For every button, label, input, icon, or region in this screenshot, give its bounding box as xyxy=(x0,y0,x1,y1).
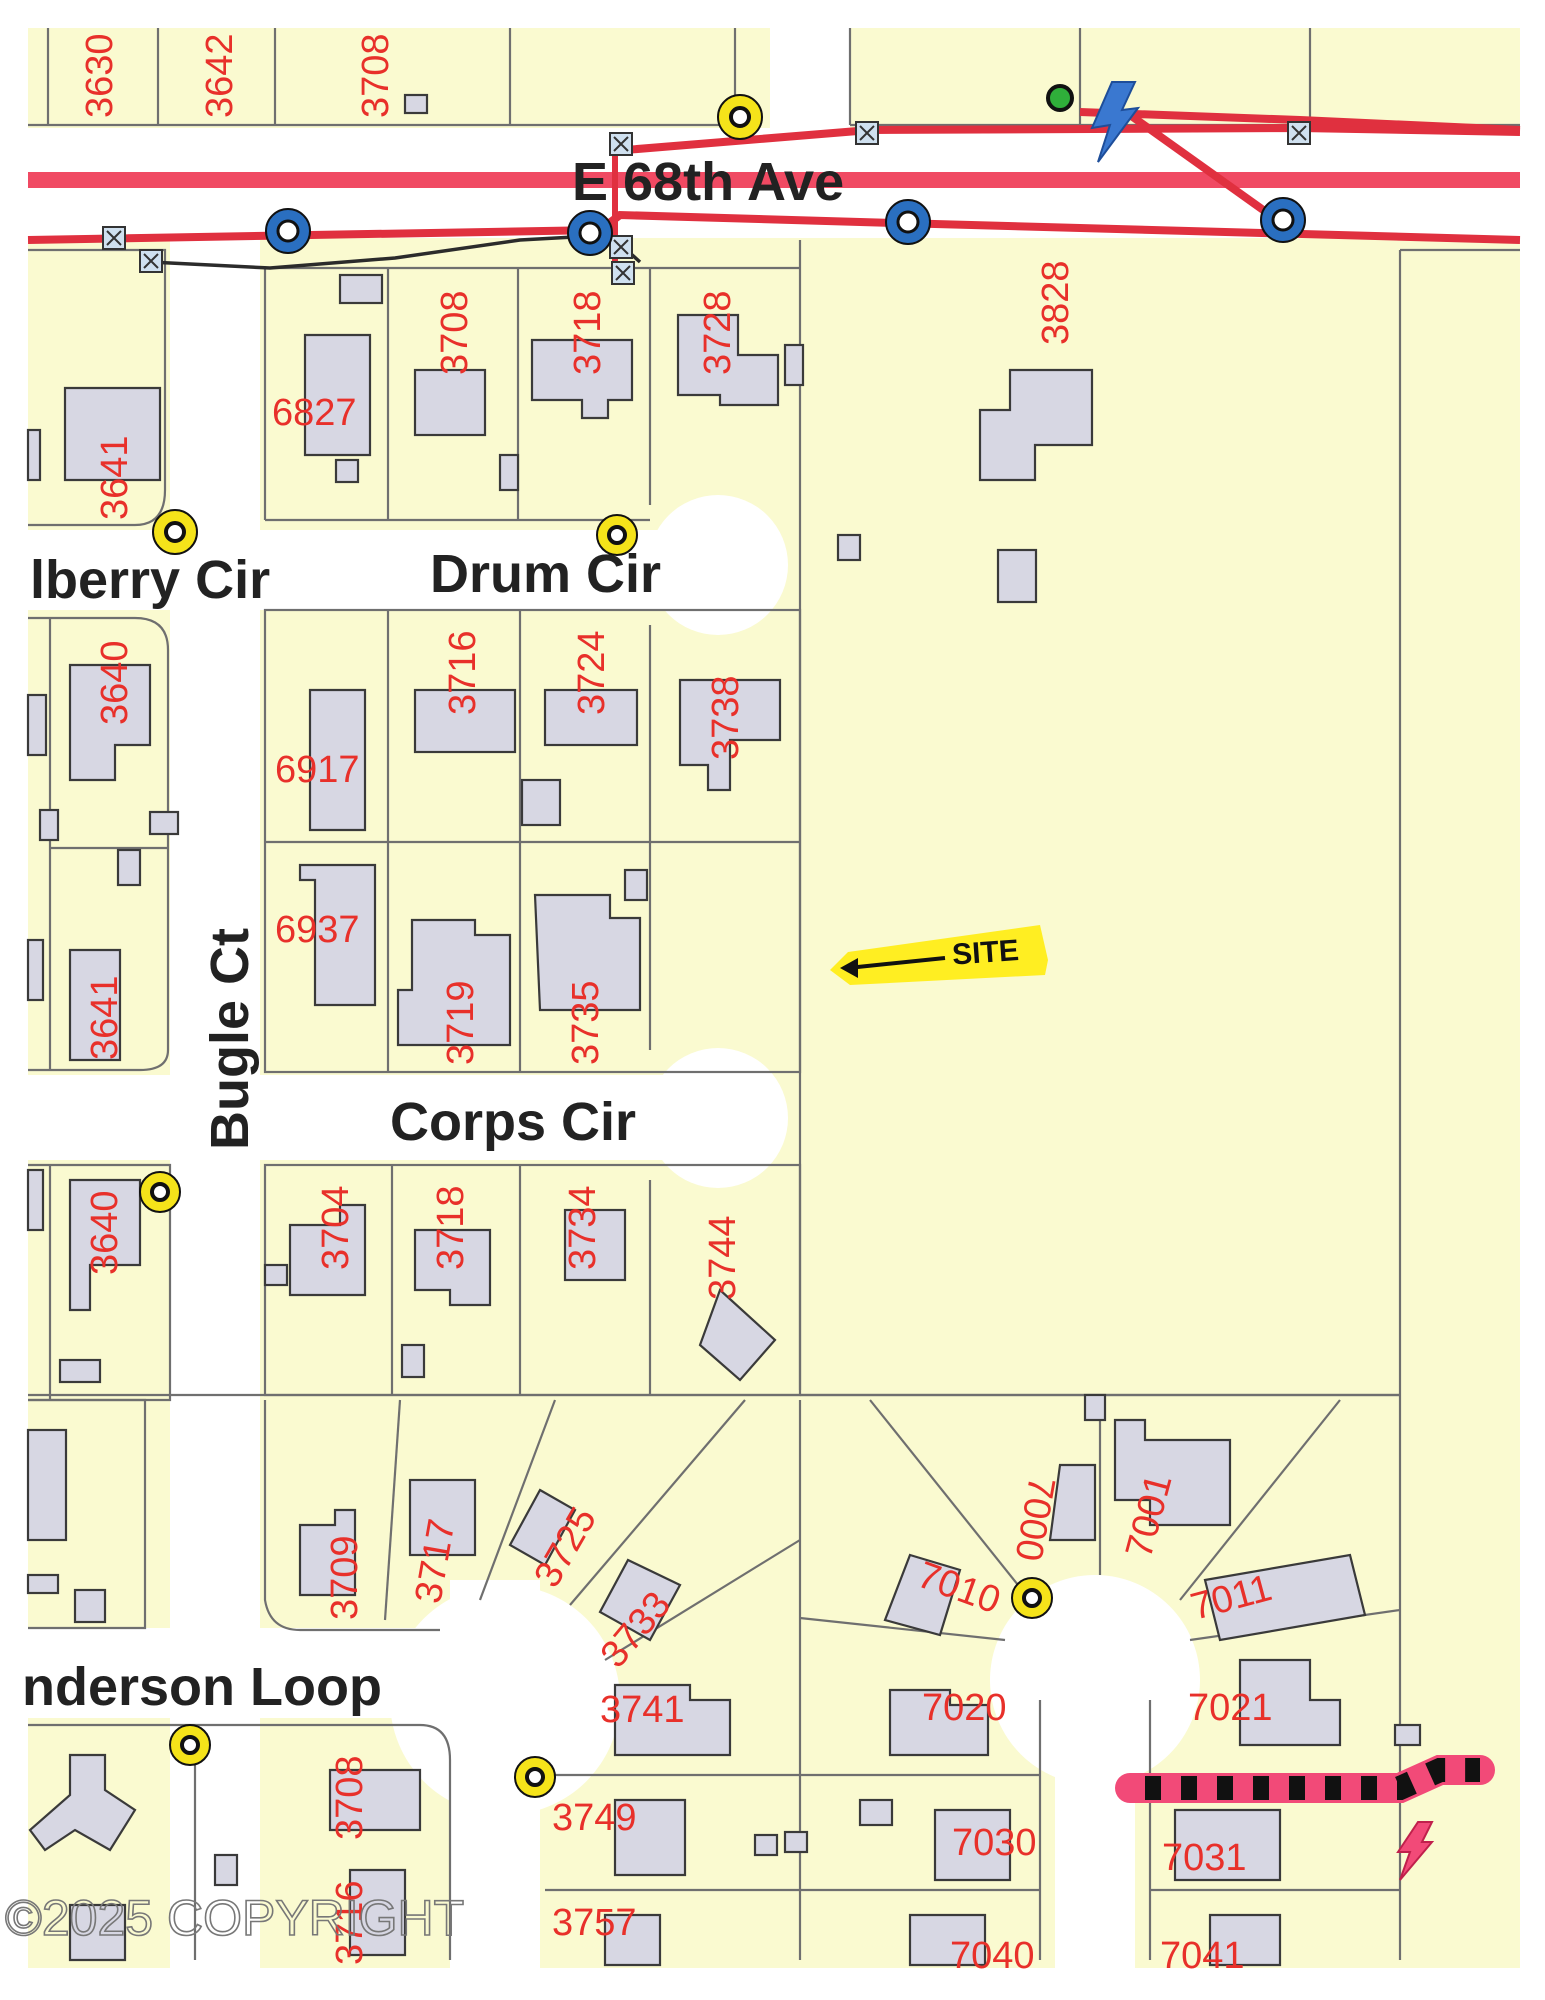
lot-number: 7021 xyxy=(1188,1687,1273,1729)
lot-number: 7031 xyxy=(1162,1837,1247,1879)
lot-number: 7030 xyxy=(952,1822,1037,1864)
lot-number: 3716 xyxy=(329,1880,371,1965)
lot-number: 3741 xyxy=(600,1689,685,1731)
utility-pole-icon xyxy=(139,1171,181,1213)
lot-number: 3718 xyxy=(430,1185,472,1270)
lot-number: 3734 xyxy=(562,1185,604,1270)
lot-number: 3642 xyxy=(199,33,241,118)
lot-number: 3724 xyxy=(571,630,613,715)
utility-pole-icon xyxy=(1260,197,1306,243)
street-label-drum: Drum Cir xyxy=(430,544,661,604)
utility-pole-icon xyxy=(152,509,198,555)
utility-pole-icon xyxy=(717,94,763,140)
site-marker[interactable]: SITE xyxy=(830,925,1048,985)
lot-number: 7020 xyxy=(922,1687,1007,1729)
street-labels: E 68th Ave lberry Cir Drum Cir Corps Cir… xyxy=(22,152,844,1717)
street-label-e68th: E 68th Ave xyxy=(572,152,844,212)
utility-pole-icon xyxy=(567,210,613,256)
lightning-icon xyxy=(1090,81,1141,163)
lot-number: 6917 xyxy=(275,749,360,791)
transformer-icon xyxy=(611,261,635,285)
lot-number: 3640 xyxy=(94,640,136,725)
lot-number: 3757 xyxy=(552,1902,637,1944)
utility-pole-icon xyxy=(514,1756,556,1798)
lot-number: 7041 xyxy=(1160,1935,1245,1977)
lot-number: 3738 xyxy=(705,675,747,760)
site-arrow-icon xyxy=(840,956,946,978)
lot-number: 3641 xyxy=(94,435,136,520)
transformer-icons xyxy=(102,121,1311,285)
utility-pole-icon xyxy=(1046,84,1074,112)
transformer-icon xyxy=(609,235,633,259)
lot-number: 7040 xyxy=(950,1935,1035,1977)
underground-cable-line xyxy=(1115,1755,1495,1803)
lot-number: 6937 xyxy=(275,909,360,951)
transformer-icon xyxy=(1287,121,1311,145)
utility-pole-icons xyxy=(139,84,1306,1798)
lot-number: 3828 xyxy=(1035,260,1077,345)
site-label: SITE xyxy=(951,934,1020,972)
lot-number: 3708 xyxy=(329,1755,371,1840)
lot-number: 6827 xyxy=(272,392,357,434)
road-network xyxy=(28,28,1520,1970)
lightning-icon xyxy=(1396,1821,1435,1881)
lot-number: 3718 xyxy=(567,290,609,375)
lot-number: 3735 xyxy=(565,980,607,1065)
lot-number: 3708 xyxy=(355,33,397,118)
lot-number: 3630 xyxy=(79,33,121,118)
utility-lines xyxy=(27,108,1521,270)
transformer-icon xyxy=(102,226,126,250)
utility-pole-icon xyxy=(169,1724,211,1766)
copyright-watermark: ©2025 COPYRIGHT xyxy=(5,1890,464,1946)
street-label-elderberry: lberry Cir xyxy=(30,550,270,610)
lot-number: 3640 xyxy=(84,1190,126,1275)
transformer-icon xyxy=(139,249,163,273)
lot-numbers: 3630 3642 3708 3641 6827 3708 3718 3728 … xyxy=(79,33,1276,1977)
parcel-lines xyxy=(28,28,1520,1960)
utility-pole-icon xyxy=(1011,1577,1053,1619)
street-label-henderson: nderson Loop xyxy=(22,1657,382,1717)
lot-number: 3728 xyxy=(697,290,739,375)
transformer-icon xyxy=(609,132,633,156)
lot-number: 3709 xyxy=(324,1535,366,1620)
lot-number: 3744 xyxy=(702,1215,744,1300)
lot-number: 3704 xyxy=(315,1185,357,1270)
lot-number: 3749 xyxy=(552,1797,637,1839)
building-footprints xyxy=(26,93,1422,1967)
lot-number: 3719 xyxy=(440,980,482,1065)
street-label-corps: Corps Cir xyxy=(390,1092,636,1152)
lot-number: 3641 xyxy=(84,975,126,1060)
transformer-icon xyxy=(855,121,879,145)
lot-number: 3708 xyxy=(434,290,476,375)
street-label-bugle: Bugle Ct xyxy=(200,928,260,1150)
utility-pole-icon xyxy=(596,514,638,556)
lot-number: 3716 xyxy=(442,630,484,715)
utility-pole-icon xyxy=(885,199,931,245)
utility-pole-icon xyxy=(265,208,311,254)
